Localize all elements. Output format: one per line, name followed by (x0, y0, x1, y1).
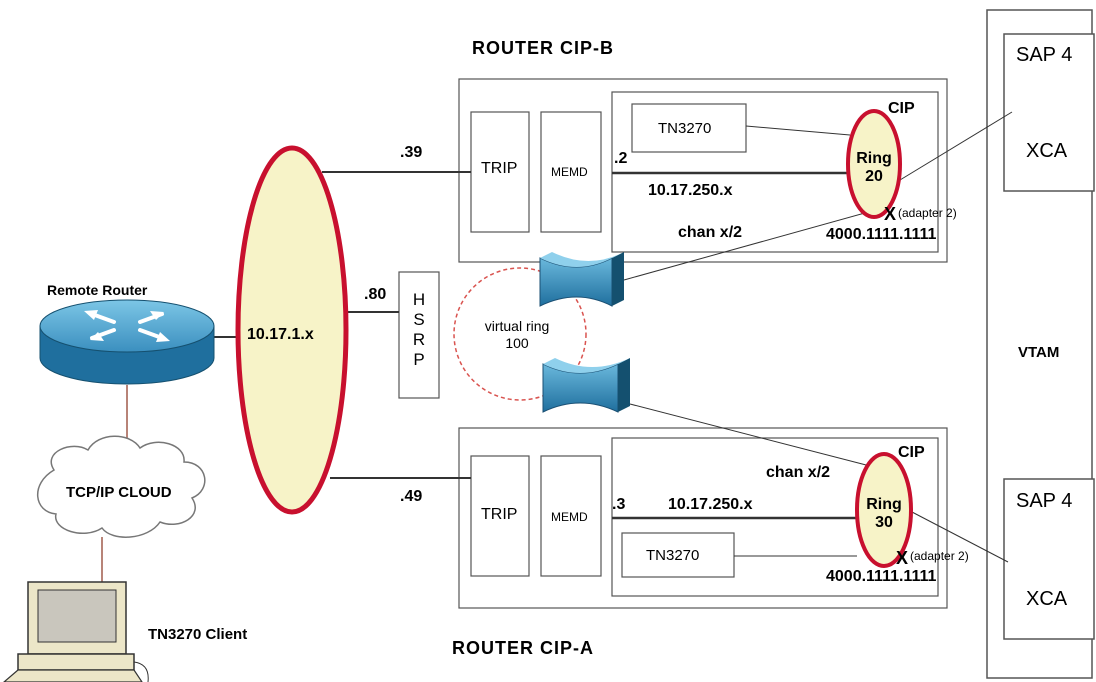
link-bridge-b-to-ring20 (623, 205, 891, 281)
bridge-b-shape (539, 252, 624, 307)
sap-xca-bottom-box (1003, 478, 1095, 640)
router-cip-a-mac-label: 4000.1111.1111 (826, 568, 937, 585)
sap-xca-top-box (1003, 33, 1095, 192)
router-cip-a-memd-box (540, 455, 602, 577)
hsrp-letter-s: S (413, 310, 425, 329)
router-cip-a-internal-ip: .3 (612, 496, 626, 513)
ring-20-ellipse (846, 109, 902, 219)
router-cip-a-title: ROUTER CIP-A (452, 638, 594, 658)
virtual-ring-label: virtual ring 100 (462, 318, 572, 352)
router-cip-a-tn3270-box (621, 532, 735, 578)
router-cip-b-mac-label: 4000.1111.1111 (826, 226, 937, 243)
router-cip-a-trip-box (470, 455, 530, 577)
bridge-a-shape (542, 358, 630, 413)
hsrp-ip-label: .80 (364, 286, 387, 303)
hsrp-letter-r: R (412, 330, 426, 349)
sap-bottom-label: SAP 4 (1016, 490, 1073, 512)
router-cip-a-trip-label: TRIP (481, 506, 518, 523)
router-cip-a-chan-label: chan x/2 (766, 464, 831, 481)
tn3270-client-pc-icon (3, 581, 149, 682)
xca-bottom-label: XCA (1026, 588, 1068, 610)
router-cip-b-internal-net: 10.17.250.x (648, 182, 733, 199)
router-cip-a-internal-net: 10.17.250.x (668, 496, 753, 513)
vtam-label: VTAM (1018, 344, 1060, 361)
router-cip-b-chan-label: chan x/2 (678, 224, 743, 241)
hsrp-label: H S R P (399, 290, 439, 370)
link-ring20-to-sap-top (899, 111, 1013, 181)
sap-top-label: SAP 4 (1016, 44, 1073, 66)
tcp-ip-cloud-label: TCP/IP CLOUD (66, 484, 172, 501)
ring-30-label-line2: 30 (875, 514, 893, 531)
virtual-ring-label-line2: 100 (505, 335, 529, 351)
adapter-x-marker-b: X (884, 204, 896, 224)
link-ring30-to-sap-bottom (911, 511, 1009, 563)
ring-20-label: Ring 20 (854, 150, 894, 186)
router-cip-b-tn3270-label: TN3270 (658, 120, 712, 137)
remote-router-label: Remote Router (47, 282, 148, 298)
router-cip-a-link-ip: .49 (400, 488, 423, 505)
virtual-ring-circle (453, 267, 587, 401)
ring-20-label-line2: 20 (865, 168, 883, 185)
router-cip-b-tn3270-box (631, 103, 747, 153)
tn3270-client-label: TN3270 Client (148, 626, 248, 643)
router-cip-a-adapter-label: (adapter 2) (910, 549, 969, 563)
router-cip-b-trip-label: TRIP (481, 160, 518, 177)
router-cip-b-adapter-label: (adapter 2) (898, 206, 957, 220)
router-cip-b-title: ROUTER CIP-B (472, 38, 614, 58)
router-cip-a-tn3270-label: TN3270 (646, 547, 700, 564)
router-cip-b-link-ip: .39 (400, 144, 423, 161)
hsrp-box (398, 271, 440, 399)
ring-30-label-line1: Ring (866, 496, 902, 513)
router-cip-b-cip-label: CIP (888, 100, 915, 117)
xca-top-label: XCA (1026, 140, 1068, 162)
lan-ring-ellipse (235, 145, 349, 515)
hsrp-letter-h: H (412, 290, 426, 309)
tcp-ip-cloud-shape (36, 435, 206, 538)
router-cip-b-memd-label: MEMD (551, 165, 588, 179)
remote-router-icon (39, 299, 215, 385)
link-bridge-a-to-ring30 (629, 403, 871, 467)
virtual-ring-label-line1: virtual ring (484, 318, 550, 334)
adapter-x-marker-a: X (896, 548, 908, 568)
ring-20-label-line1: Ring (856, 150, 892, 167)
router-cip-b-memd-box (540, 111, 602, 233)
lan-label: 10.17.1.x (247, 326, 314, 343)
router-cip-b-internal-ip: .2 (614, 150, 628, 167)
router-cip-a-cip-label: CIP (898, 444, 925, 461)
hsrp-letter-p: P (413, 350, 425, 369)
connections (101, 111, 1013, 582)
link-tn3270-b-to-ring (745, 125, 851, 136)
ring-30-ellipse (855, 452, 913, 568)
ring-30-label: Ring 30 (864, 496, 904, 532)
router-cip-a-memd-label: MEMD (551, 510, 588, 524)
